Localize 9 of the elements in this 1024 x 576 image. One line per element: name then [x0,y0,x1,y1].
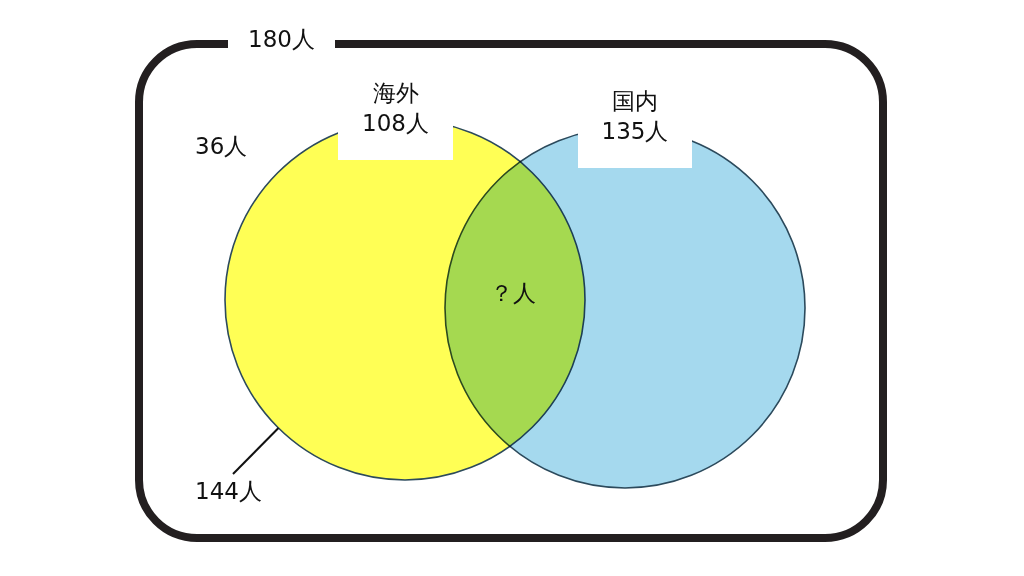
count-label: 36人 [195,133,248,161]
leader-line [232,427,280,475]
set-name: 国内 [612,88,658,116]
venn-circle [445,88,805,488]
set-name: 海外 [372,80,419,108]
count-label: 144人 [195,478,262,506]
set-count: 135人 [601,117,669,146]
set-count: 108人 [362,109,429,138]
unknown-count: ？人 [490,280,536,308]
